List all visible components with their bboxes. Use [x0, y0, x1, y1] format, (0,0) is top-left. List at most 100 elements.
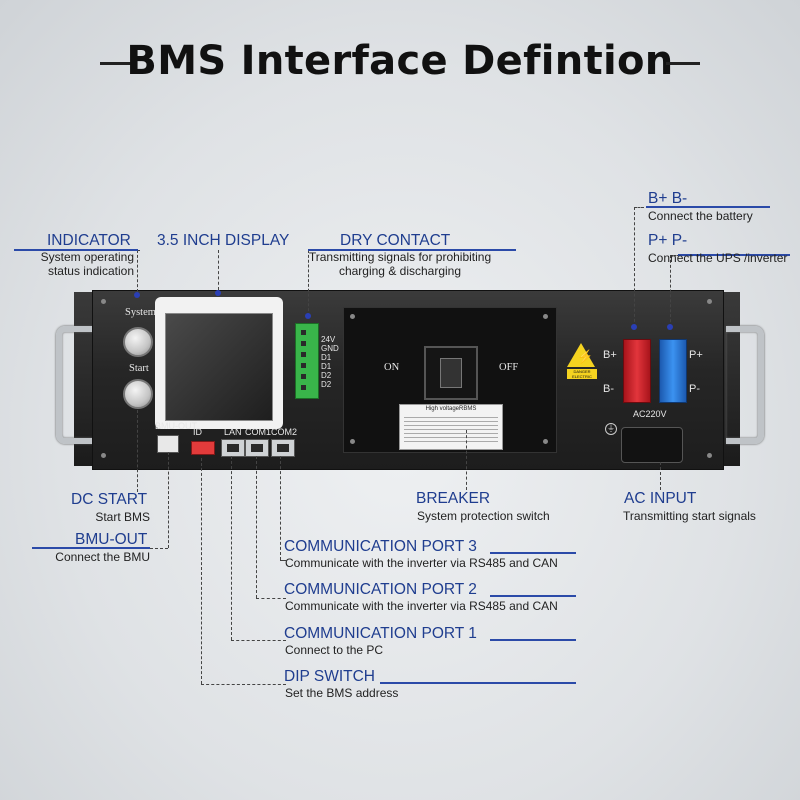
indicator-title: INDICATOR: [47, 232, 131, 249]
rack-ear-left: [74, 292, 94, 466]
dip-title: DIP SWITCH: [284, 668, 375, 685]
ac-input-desc: Transmitting start signals: [623, 509, 756, 523]
bmu-out-port[interactable]: [157, 435, 179, 453]
p-terminal-desc: Connect the UPS /inverter: [648, 251, 788, 265]
screw: [707, 299, 712, 304]
ground-icon: ⏚: [605, 423, 617, 435]
screw: [101, 453, 106, 458]
bms-front-panel: System Start 24V GND D1 D1 D2 D2 BMU-OUT…: [92, 290, 724, 470]
com2-port[interactable]: [271, 439, 295, 457]
dry-contact-underline: [308, 249, 516, 251]
leader-line: [308, 250, 309, 316]
leader-line: [280, 560, 286, 561]
leader-line: [660, 462, 661, 490]
bmu-out-underline: [32, 547, 150, 549]
rack-ear-right: [720, 292, 740, 466]
leader-line: [670, 255, 680, 256]
com1-desc: Connect to the PC: [285, 643, 384, 657]
lan-port[interactable]: [221, 439, 245, 457]
danger-warning-text: DANGER ELECTRIC: [567, 369, 597, 379]
leader-line: [634, 207, 644, 208]
breaker-switch[interactable]: [424, 346, 478, 400]
leader-line: [150, 548, 168, 549]
title-container: BMS Interface Defintion: [0, 38, 800, 84]
b-minus-label: B-: [603, 383, 614, 395]
b-terminal-title: B+ B-: [648, 190, 688, 207]
leader-line: [218, 250, 219, 290]
ac-input-socket[interactable]: [621, 427, 683, 463]
indicator-underline: [14, 249, 138, 251]
leader-line: [280, 456, 281, 560]
lightning-icon: ⚡: [577, 349, 594, 364]
dc-start-desc: Start BMS: [95, 510, 150, 524]
leader-line: [634, 207, 635, 327]
leader-dot: [215, 290, 221, 296]
display-title: 3.5 INCH DISPLAY: [157, 232, 290, 249]
breaker-plate: ON OFF High voltageRBMS: [343, 307, 557, 453]
dry-pin-label: D2: [321, 371, 332, 380]
dry-pin-label: D2: [321, 380, 332, 389]
leader-line: [231, 456, 232, 640]
p-terminal-underline: [678, 254, 790, 256]
system-indicator-button[interactable]: [123, 327, 153, 357]
b-connector[interactable]: [623, 339, 651, 403]
ac-input-title: AC INPUT: [624, 490, 697, 507]
com1-underline: [490, 639, 576, 641]
dry-pin-label: D1: [321, 353, 332, 362]
bmu-out-title: BMU-OUT: [75, 531, 148, 548]
display-screen[interactable]: [165, 313, 273, 421]
leader-dot: [305, 313, 311, 319]
handle-left[interactable]: [56, 326, 94, 444]
com1-port[interactable]: [245, 439, 269, 457]
lan-port-label: LAN: [224, 427, 242, 437]
com1-port-label: COM1: [245, 427, 272, 437]
p-connector[interactable]: [659, 339, 687, 403]
dry-contact-terminal[interactable]: [295, 323, 319, 399]
start-button[interactable]: [123, 379, 153, 409]
b-terminal-underline: [646, 206, 770, 208]
com3-desc: Communicate with the inverter via RS485 …: [285, 556, 558, 570]
dip-switch[interactable]: [191, 441, 215, 455]
breaker-desc: System protection switch: [417, 509, 550, 523]
dry-pin-labels: 24V GND D1 D1 D2 D2: [321, 335, 339, 389]
leader-line: [201, 684, 286, 685]
breaker-title: BREAKER: [416, 490, 491, 507]
breaker-on-label: ON: [384, 362, 400, 373]
breaker-off-label: OFF: [499, 362, 519, 373]
com3-underline: [490, 552, 576, 554]
com2-port-label: COM2: [271, 427, 298, 437]
ac-input-label: AC220V: [633, 409, 667, 419]
com2-underline: [490, 595, 576, 597]
leader-line: [256, 456, 257, 598]
title-dash-left: [100, 62, 134, 65]
screw: [707, 453, 712, 458]
leader-dot: [134, 292, 140, 298]
dip-underline: [380, 682, 576, 684]
dry-contact-title: DRY CONTACT: [340, 232, 451, 249]
danger-warning-icon: [567, 343, 595, 367]
system-label: System: [125, 307, 156, 318]
leader-dot: [667, 324, 673, 330]
bmu-out-desc: Connect the BMU: [55, 550, 150, 564]
com2-desc: Communicate with the inverter via RS485 …: [285, 599, 558, 613]
com3-title: COMMUNICATION PORT 3: [284, 538, 477, 555]
dip-id-label: ID: [193, 427, 202, 437]
com1-title: COMMUNICATION PORT 1: [284, 625, 477, 642]
screw: [101, 299, 106, 304]
leader-line: [201, 458, 202, 684]
display-bezel: [155, 297, 283, 429]
leader-line: [137, 250, 138, 292]
p-terminal-title: P+ P-: [648, 232, 688, 249]
p-minus-label: P-: [689, 383, 700, 395]
handle-right[interactable]: [726, 326, 764, 444]
leader-line: [137, 250, 140, 251]
dc-start-title: DC START: [71, 491, 148, 508]
dry-pin-label: 24V: [321, 335, 336, 344]
b-plus-label: B+: [603, 349, 617, 361]
leader-line: [670, 255, 671, 327]
com2-title: COMMUNICATION PORT 2: [284, 581, 477, 598]
leader-line: [137, 410, 138, 492]
leader-dot: [631, 324, 637, 330]
